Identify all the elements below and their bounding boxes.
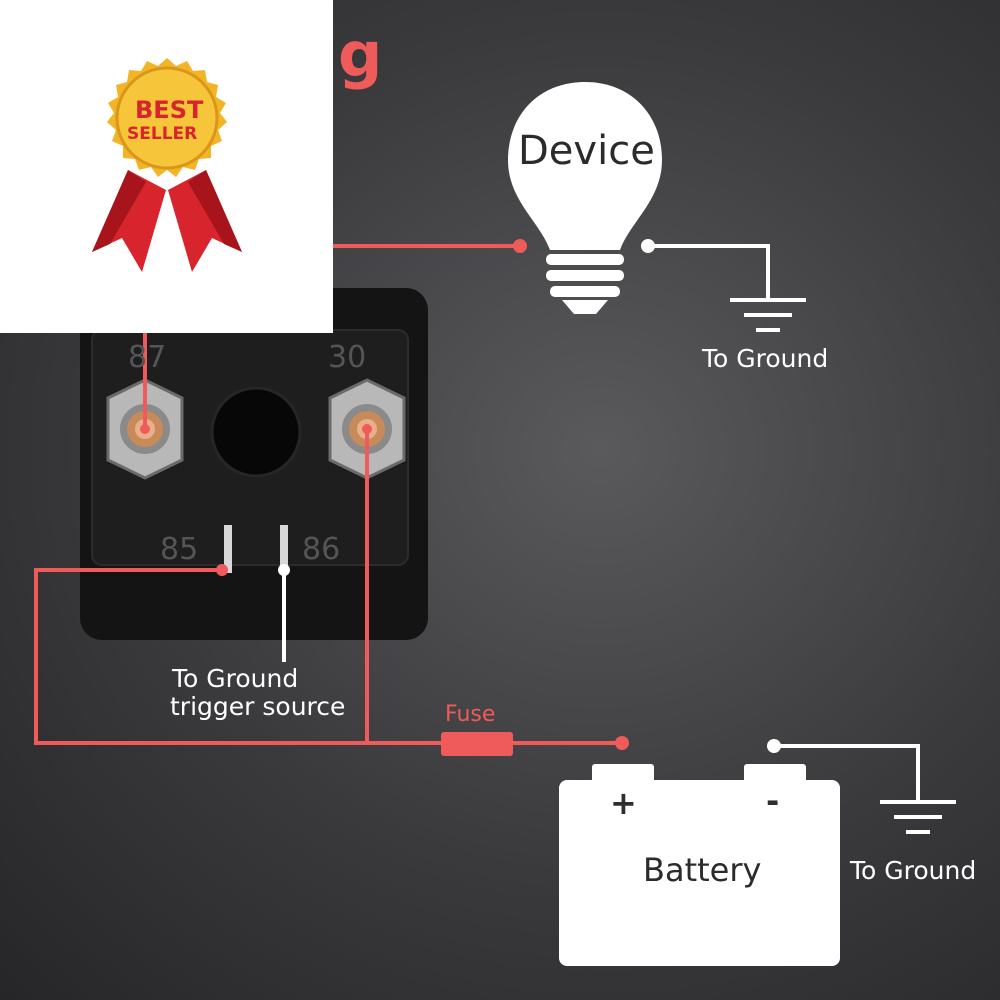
pin-86-spade xyxy=(280,525,288,573)
badge-text-best: BEST xyxy=(135,96,204,124)
wire-node-battery-plus xyxy=(615,736,629,750)
wire-85-loop xyxy=(34,568,367,745)
pin-label-86: 86 xyxy=(302,532,341,567)
battery-icon xyxy=(559,764,840,966)
wire-node-86 xyxy=(278,564,290,576)
relay xyxy=(80,288,428,640)
trigger-label-line2: trigger source xyxy=(170,692,346,721)
wire-node-device-ground xyxy=(641,239,655,253)
fuse-label: Fuse xyxy=(445,702,496,727)
wire-node-battery-minus xyxy=(767,739,781,753)
battery-ground-label: To Ground xyxy=(850,856,977,885)
device-ground-icon xyxy=(730,298,806,332)
badge-text-seller: SELLER xyxy=(127,124,198,144)
pin-85-spade xyxy=(224,525,232,573)
white-wires xyxy=(282,244,920,802)
wire-node-85 xyxy=(216,564,228,576)
wire-node-87 xyxy=(140,424,150,434)
pin-label-30: 30 xyxy=(328,340,367,375)
fuse-symbol xyxy=(441,732,513,756)
trigger-label-line1: To Ground xyxy=(172,664,299,693)
wire-device-ground xyxy=(648,244,770,300)
wire-node-30 xyxy=(362,424,372,434)
device-ground-label: To Ground xyxy=(702,344,829,373)
wire-battery-ground xyxy=(774,744,920,802)
medal-icon xyxy=(107,58,227,177)
bulb-icon xyxy=(508,82,662,314)
battery-plus-label: + xyxy=(610,784,637,822)
page-title-fragment: g xyxy=(338,18,383,91)
pin-label-85: 85 xyxy=(160,532,199,567)
battery-minus-label: - xyxy=(766,782,780,820)
ribbon-icon xyxy=(92,170,242,272)
battery-label: Battery xyxy=(643,851,762,889)
pin-label-87: 87 xyxy=(128,340,167,375)
wire-node-device xyxy=(513,239,527,253)
relay-center-hole xyxy=(210,386,302,478)
badge-panel: BEST SELLER xyxy=(0,0,333,333)
battery-ground-icon xyxy=(880,800,956,834)
device-label: Device xyxy=(518,128,655,174)
best-seller-badge xyxy=(92,58,242,272)
